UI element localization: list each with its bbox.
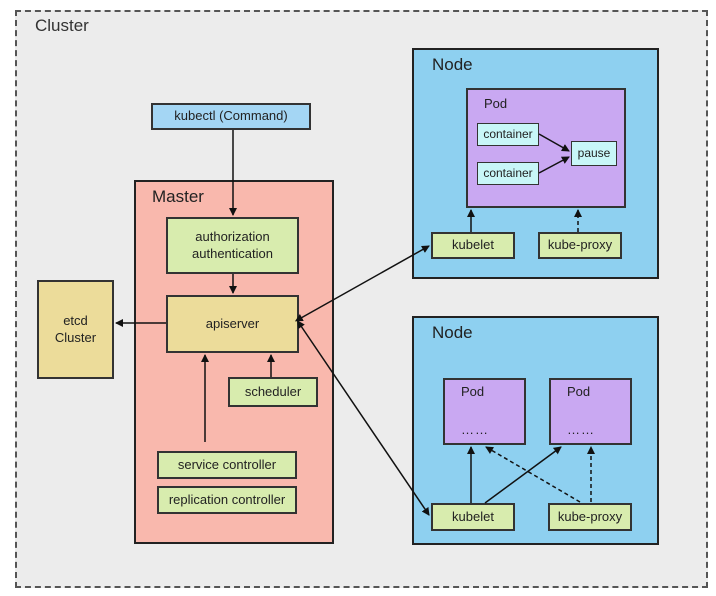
auth-box: authorization authentication bbox=[166, 217, 299, 274]
node-2-pod-1 bbox=[443, 378, 526, 445]
node-2-pod-2-content: …… bbox=[567, 422, 595, 437]
arrow-apiserver-node2-kubelet bbox=[297, 320, 430, 516]
arrow-node2-kubelet-to-pod2 bbox=[484, 446, 562, 504]
etcd-box: etcd Cluster bbox=[37, 280, 114, 379]
etcd-line-2: Cluster bbox=[54, 329, 97, 345]
arrow-container1-to-pause bbox=[538, 133, 570, 152]
node-1-title: Node bbox=[432, 55, 473, 74]
node-2-kube-proxy: kube-proxy bbox=[548, 503, 632, 531]
node-2-kubelet: kubelet bbox=[431, 503, 515, 531]
node-1-kubelet: kubelet bbox=[431, 232, 515, 259]
arrow-node2-proxy-to-pod1 bbox=[485, 446, 581, 503]
apiserver-box: apiserver bbox=[166, 295, 299, 353]
node-1-kube-proxy: kube-proxy bbox=[538, 232, 622, 259]
kubectl-box: kubectl (Command) bbox=[151, 103, 311, 130]
scheduler-box: scheduler bbox=[228, 377, 318, 407]
pause-box: pause bbox=[571, 141, 617, 166]
node-2-pod-2 bbox=[549, 378, 632, 445]
node-2-pod-1-label: Pod bbox=[461, 384, 485, 399]
etcd-line-1: etcd bbox=[63, 313, 88, 329]
node-2-pod-2-label: Pod bbox=[567, 384, 591, 399]
replication-controller-box: replication controller bbox=[157, 486, 297, 514]
container-box-1: container bbox=[477, 123, 539, 146]
auth-line-1: authorization bbox=[195, 229, 270, 245]
node-2-title: Node bbox=[432, 323, 473, 342]
auth-line-2: authentication bbox=[192, 245, 273, 261]
node-1-pod-label: Pod bbox=[484, 96, 508, 111]
master-title: Master bbox=[152, 187, 204, 206]
arrow-apiserver-node1-kubelet bbox=[294, 245, 430, 322]
service-controller-box: service controller bbox=[157, 451, 297, 479]
node-2-pod-1-content: …… bbox=[461, 422, 489, 437]
cluster-title: Cluster bbox=[35, 16, 89, 35]
arrow-container2-to-pause bbox=[538, 156, 570, 174]
container-box-2: container bbox=[477, 162, 539, 185]
